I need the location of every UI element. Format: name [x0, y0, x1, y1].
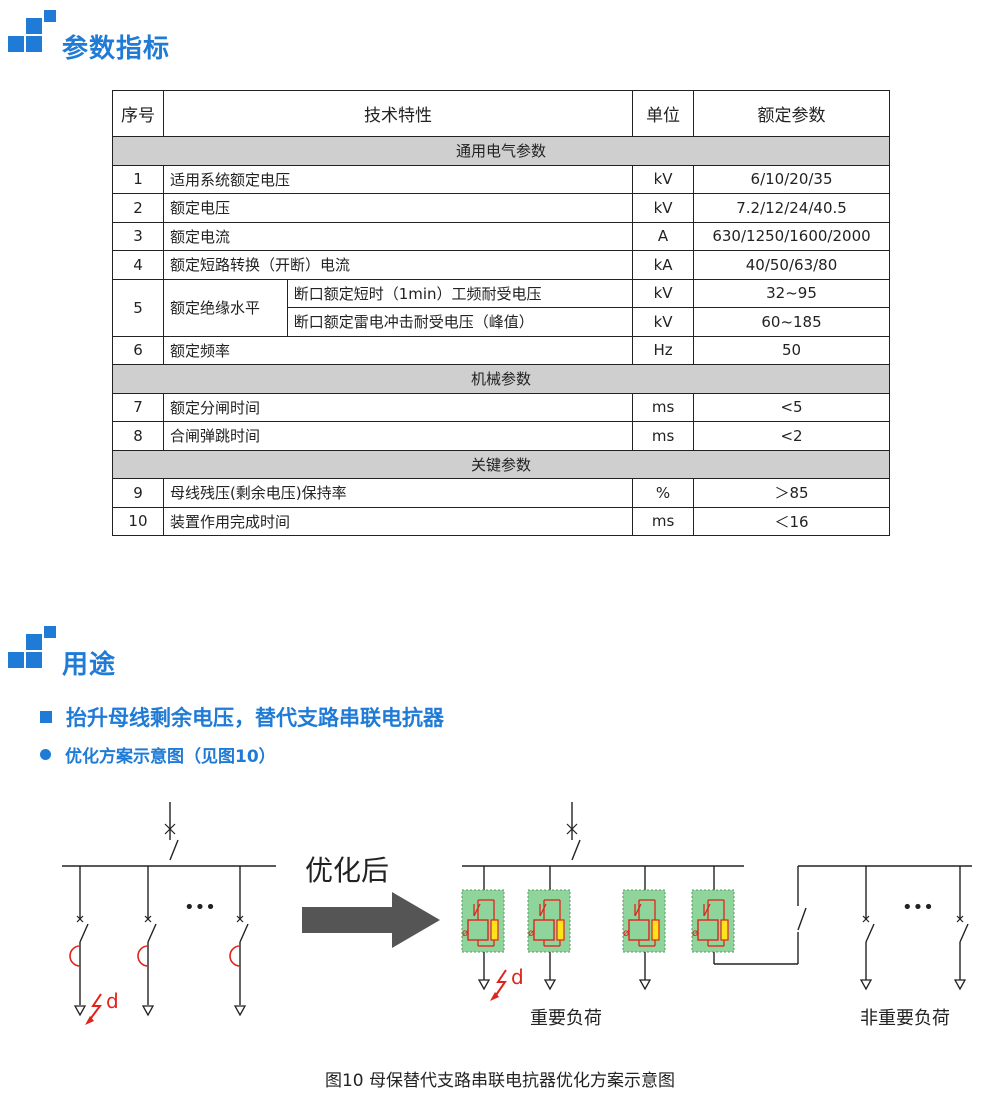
ellipsis-dots: •••	[184, 897, 216, 918]
feeder-branch	[954, 866, 969, 990]
table-row: 5 额定绝缘水平 断口额定短时（1min）工频耐受电压 kV 32~95	[112, 278, 890, 337]
section-title-usage: 用途	[62, 650, 117, 680]
usage-bullet-1: 抬升母线剩余电压，替代支路串联电抗器	[40, 702, 444, 732]
optimization-diagram: ø ••• d	[62, 802, 972, 1029]
header-unit: 单位	[632, 90, 695, 137]
section-icon	[8, 10, 60, 56]
feeder-branch	[69, 866, 89, 1016]
figure-caption: 图10 母保替代支路串联电抗器优化方案示意图	[324, 1071, 676, 1091]
arrow-label: 优化后	[305, 854, 389, 887]
fault-label: d	[511, 965, 524, 989]
dot-bullet-icon	[40, 749, 51, 760]
nonimportant-load-label: 非重要负荷	[860, 1008, 950, 1029]
table-row: 4 额定短路转换（开断）电流 kA 40/50/63/80	[112, 250, 890, 280]
section-icon	[8, 626, 60, 672]
group-row-key: 关键参数	[112, 449, 890, 479]
table-row: 3 额定电流 A 630/1250/1600/2000	[112, 221, 890, 251]
after-diagram: d ••• 重要负荷 非重要负荷	[461, 802, 972, 1029]
table-row: 6 额定频率 Hz 50	[112, 335, 890, 365]
table-header-row: 序号 技术特性 单位 额定参数	[112, 90, 890, 137]
parameter-table: 序号 技术特性 单位 额定参数 通用电气参数 1 适用系统额定电压 kV 6/1…	[112, 90, 890, 536]
bus-tie-module	[691, 866, 807, 965]
table-row: 1 适用系统额定电压 kV 6/10/20/35	[112, 164, 890, 194]
table-row: 8 合闸弹跳时间 ms <2	[112, 421, 890, 451]
optimize-arrow: 优化后	[302, 854, 440, 948]
before-diagram: ••• d	[62, 802, 276, 1025]
ellipsis-dots: •••	[902, 897, 934, 918]
feeder-branch	[229, 866, 249, 1016]
header-feature: 技术特性	[162, 90, 634, 137]
feeder-branch	[860, 866, 875, 990]
usage-bullet-2: 优化方案示意图（见图10）	[40, 742, 276, 767]
feeder-with-module	[461, 866, 505, 990]
group-row-mech: 机械参数	[112, 364, 890, 394]
square-bullet-icon	[40, 711, 52, 723]
feeder-with-module	[622, 866, 666, 990]
fault-lightning-icon	[87, 993, 102, 1023]
table-row: 10 装置作用完成时间 ms ＜16	[112, 506, 890, 536]
table-row: 断口额定雷电冲击耐受电压（峰值） kV 60~185	[113, 307, 890, 337]
header-value: 额定参数	[693, 90, 890, 137]
table-row: 2 额定电压 kV 7.2/12/24/40.5	[112, 193, 890, 223]
header-no: 序号	[112, 90, 164, 137]
feeder-with-module	[527, 866, 571, 990]
important-load-label: 重要负荷	[530, 1008, 602, 1029]
feeder-branch	[137, 866, 157, 1016]
fault-label: d	[106, 989, 119, 1013]
table-row: 7 额定分闸时间 ms <5	[112, 392, 890, 422]
group-row-general: 通用电气参数	[112, 136, 890, 166]
fault-lightning-icon	[493, 969, 507, 999]
table-row: 9 母线残压(剩余电压)保持率 % ＞85	[112, 478, 890, 508]
section-title-params: 参数指标	[62, 34, 171, 64]
